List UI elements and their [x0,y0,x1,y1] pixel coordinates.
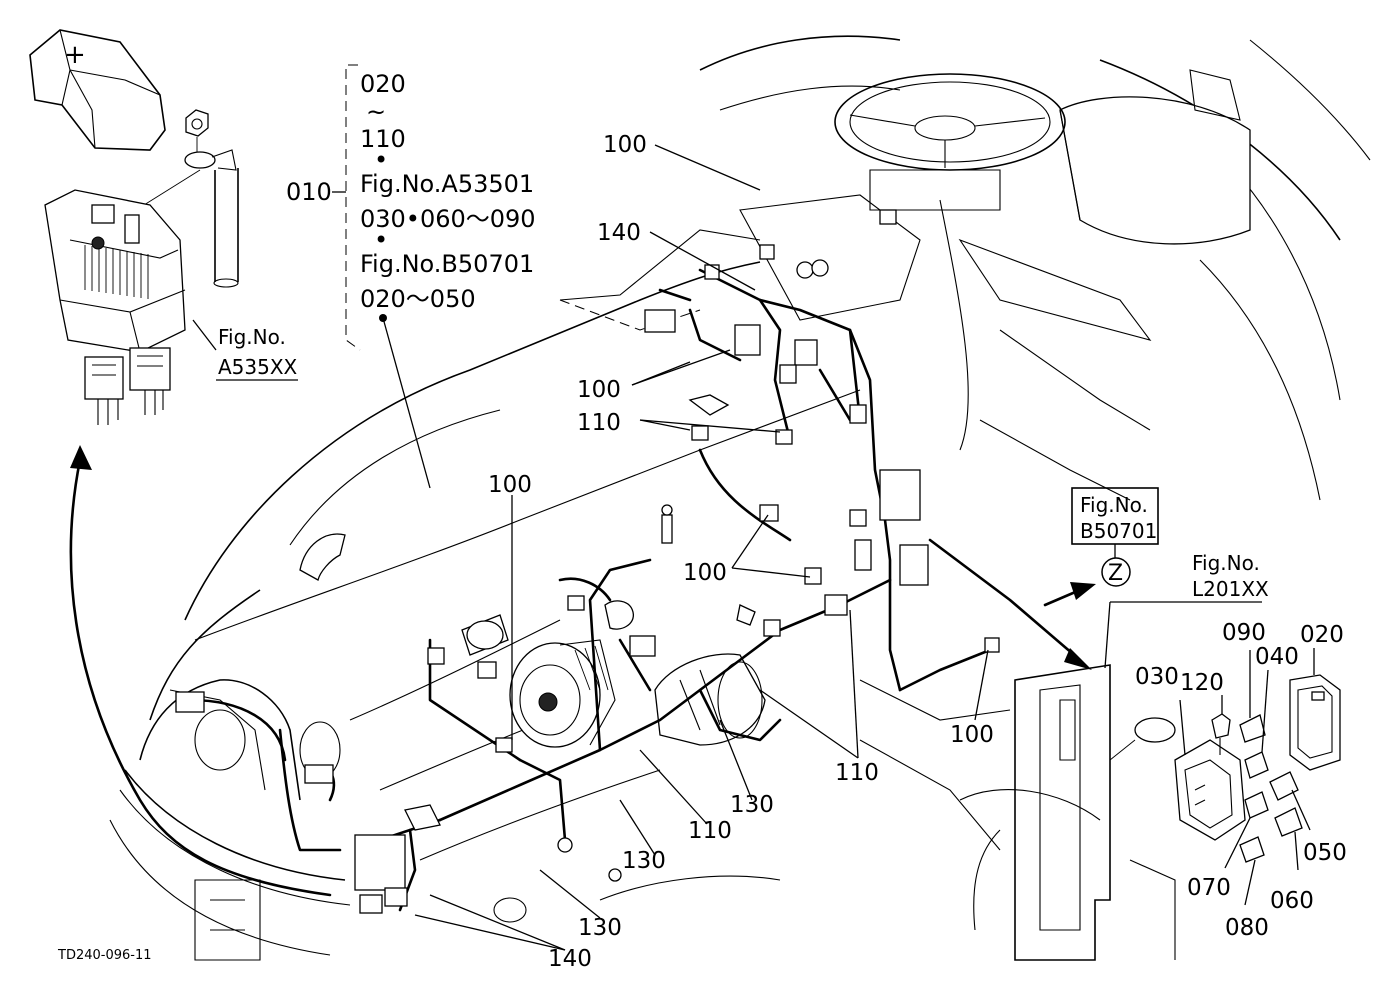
callout-100-left: 100 [488,472,532,498]
callout-leaders [414,144,989,951]
callout-100-center: 100 [683,560,727,586]
fuse-box-fig-ref-line2: A535XX [218,355,298,379]
relay-leaders [1179,648,1315,906]
relay-part-050: 050 [1303,840,1347,866]
bracket-dot-2: • [374,226,388,254]
relay-part-060: 060 [1270,888,1314,914]
relay-fig-ref-line2: L201XX [1192,577,1269,601]
bracket-lead-line [382,317,431,489]
z-fig-ref-line2: B50701 [1080,519,1157,543]
relay-fig-ref-line1: Fig.No. [1192,551,1260,575]
z-fig-ref-line1: Fig.No. [1080,493,1148,517]
bracket-fig-b50701: Fig.No.B50701 [360,250,534,278]
bracket-range-tilde: ~ [366,98,386,126]
relay-part-080: 080 [1225,915,1269,941]
link-arrow-head [70,445,92,470]
relay-part-090: 090 [1222,620,1266,646]
callout-140-bottom: 140 [548,946,592,972]
bracket-range-end: 110 [360,125,406,153]
assembly-bracket [345,64,361,351]
bracket-parts-a: 030•060～090 [360,205,536,233]
alternator [509,639,616,748]
callout-110-bottom-right: 110 [835,760,879,786]
callout-110-bottom: 110 [688,818,732,844]
harness-connectors [175,209,1000,914]
callout-100-right: 100 [950,722,994,748]
callout-140-top: 140 [597,220,641,246]
assembly-main-number: 010 [286,178,332,206]
z-marker-circle [1101,557,1131,587]
z-view-arrow [928,538,1082,662]
main-wiring-harness [188,268,992,912]
relay-part-030: 030 [1135,664,1179,690]
relay-fig-ref-leader [1104,601,1111,669]
bracket-parts-b: 020～050 [360,285,476,313]
tractor-body [109,35,1371,961]
z-marker-arrow-head [1070,582,1096,600]
callout-130-b: 130 [622,848,666,874]
relay-part-040: 040 [1255,644,1299,670]
svg-text:+: + [64,40,86,70]
battery-terminal-detail: + [29,29,239,425]
bracket-range-start: 020 [360,70,406,98]
z-view-arrow-head [1064,648,1092,670]
callout-100-top: 100 [603,132,647,158]
callout-130-a: 130 [730,792,774,818]
relay-part-120: 120 [1180,670,1224,696]
fuse-box-fig-ref-leader [192,319,217,351]
starter-motor [654,653,766,746]
glow-plug-sensor [461,504,673,656]
bracket-fig-a53501: Fig.No.A53501 [360,170,534,198]
drawing-code: TD240-096-11 [57,948,152,963]
callout-130-c: 130 [578,915,622,941]
z-marker-label: Z [1108,561,1123,586]
relay-part-020: 020 [1300,622,1344,648]
fuse-ribs [84,245,149,299]
relay-detail [973,664,1341,961]
callout-110-mid: 110 [577,410,621,436]
relay-part-070: 070 [1187,875,1231,901]
fuse-box-fig-ref-line1: Fig.No. [218,325,286,349]
fuse-box-link-arrow [69,458,332,897]
bracket-dot-1: • [374,146,388,174]
callout-100-mid: 100 [577,377,621,403]
